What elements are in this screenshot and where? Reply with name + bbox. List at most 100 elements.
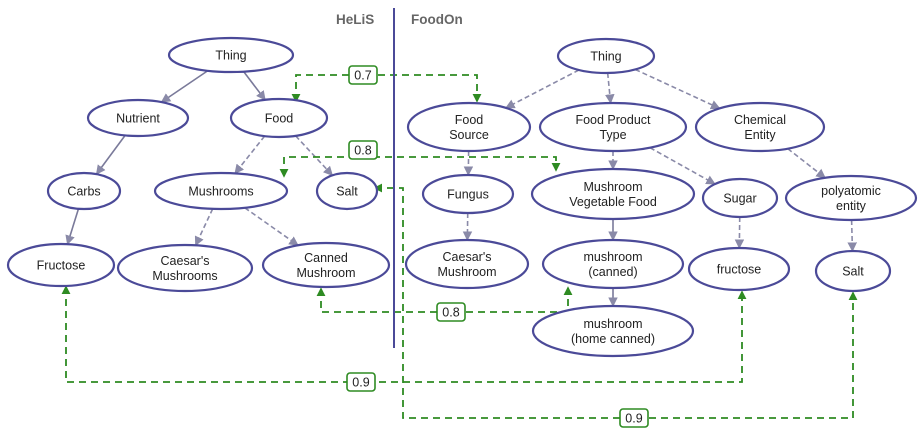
node-ellipse: [701, 177, 779, 219]
node-ellipse: [315, 171, 379, 211]
node-label: Vegetable Food: [569, 195, 657, 209]
node-label: Food Product: [575, 113, 651, 127]
mapping-scores: 0.7 0.8 0.8 0.9 0.9: [346, 65, 649, 428]
score-box: [346, 372, 376, 392]
mapping-score: 0.7: [354, 69, 371, 83]
node-label: Sugar: [723, 192, 756, 206]
node-ellipse: [694, 101, 826, 153]
subclass-edge-h_thing-to-h_nutrient: [160, 70, 209, 103]
node-label: Mushrooms: [152, 269, 217, 283]
node-ellipse: [86, 98, 190, 138]
node-label: (canned): [588, 265, 637, 279]
node-label: Thing: [215, 49, 246, 63]
subclass-edge-f_polyatomic-to-f_salt: [847, 219, 858, 252]
node-ellipse: [687, 246, 791, 292]
node-label: Mushroom: [296, 266, 355, 280]
node-label: Carbs: [67, 185, 100, 199]
node-f-salt: Salt: [814, 249, 892, 293]
node-label: entity: [836, 199, 867, 213]
node-ellipse: [153, 171, 289, 211]
node-label: Chemical: [734, 113, 786, 127]
subclass-edge-f_thing-to-f_foodproducttype: [605, 72, 615, 104]
subclass-edge-f_thing-to-f_foodsource: [505, 69, 580, 109]
node-ellipse: [406, 101, 532, 153]
node-label: Mushroom: [583, 180, 642, 194]
node-label: (home canned): [571, 332, 655, 346]
node-label: Source: [449, 128, 489, 142]
subclass-edge-f_foodproducttype-to-f_sugar: [649, 146, 716, 185]
mapping-score-badge: 0.9: [619, 408, 649, 428]
score-box: [436, 302, 466, 322]
node-ellipse: [167, 36, 295, 74]
node-ellipse: [814, 249, 892, 293]
node-h-salt: Salt: [315, 171, 379, 211]
mapping-link-h_fructose-f_fructose: [61, 285, 747, 383]
node-label: Caesar's: [443, 250, 492, 264]
mapping-score-badge: 0.7: [348, 65, 378, 85]
node-ellipse: [46, 171, 122, 211]
node-ellipse: [538, 101, 688, 153]
node-h-carbs: Carbs: [46, 171, 122, 211]
node-label: Food: [265, 112, 294, 126]
node-label: fructose: [717, 263, 762, 277]
node-f-sugar: Sugar: [701, 177, 779, 219]
subclass-edge-h_nutrient-to-h_carbs: [95, 134, 126, 175]
node-ellipse: [531, 304, 695, 358]
node-label: Mushroom: [437, 265, 496, 279]
node-ellipse: [6, 242, 116, 288]
node-h-thing: Thing: [167, 36, 295, 74]
mapping-score: 0.9: [625, 412, 642, 426]
ontology-title-helis: HeLiS: [336, 12, 374, 27]
node-label: Nutrient: [116, 112, 160, 126]
node-label: Type: [599, 128, 626, 142]
node-label: Thing: [590, 50, 621, 64]
node-ellipse: [261, 241, 391, 289]
node-f-fungus: Fungus: [421, 173, 515, 215]
node-label: Fungus: [447, 188, 489, 202]
node-label: Fructose: [37, 259, 86, 273]
node-label: Food: [455, 113, 484, 127]
mapping-score-badge: 0.8: [348, 140, 378, 160]
node-label: Entity: [744, 128, 776, 142]
node-f-fructose: fructose: [687, 246, 791, 292]
mapping-score: 0.8: [354, 144, 371, 158]
ontology-title-foodon: FoodOn: [411, 12, 463, 27]
subclass-edge-f_thing-to-f_chemicalentity: [634, 68, 721, 110]
score-box: [348, 140, 378, 160]
node-ellipse: [784, 174, 918, 222]
subclass-edge-h_mushrooms-to-h_caesars: [194, 208, 214, 247]
score-box: [348, 65, 378, 85]
mapping-link-h_food-f_foodsource: [291, 74, 482, 103]
node-f-mushroomcanned: mushroom(canned): [541, 238, 685, 290]
node-label: mushroom: [583, 250, 642, 264]
node-f-thing: Thing: [556, 37, 656, 75]
mapping-score: 0.9: [352, 376, 369, 390]
mapping-score-badge: 0.8: [436, 302, 466, 322]
node-ellipse: [404, 238, 530, 290]
node-ellipse: [116, 243, 254, 293]
mapping-score-badge: 0.9: [346, 372, 376, 392]
node-label: mushroom: [583, 317, 642, 331]
subclass-edge-h_thing-to-h_food: [243, 71, 266, 101]
node-ellipse: [541, 238, 685, 290]
subclass-edge-f_chemicalentity-to-f_polyatomic: [787, 148, 826, 179]
node-ellipse: [421, 173, 515, 215]
node-h-mushrooms: Mushrooms: [153, 171, 289, 211]
node-h-fructose: Fructose: [6, 242, 116, 288]
node-ellipse: [556, 37, 656, 75]
node-h-nutrient: Nutrient: [86, 98, 190, 138]
node-label: Mushrooms: [188, 185, 253, 199]
node-h-food: Food: [229, 97, 329, 139]
node-label: polyatomic: [821, 184, 881, 198]
mapping-score: 0.8: [442, 306, 459, 320]
subclass-edge-h_carbs-to-h_fructose: [65, 208, 80, 246]
